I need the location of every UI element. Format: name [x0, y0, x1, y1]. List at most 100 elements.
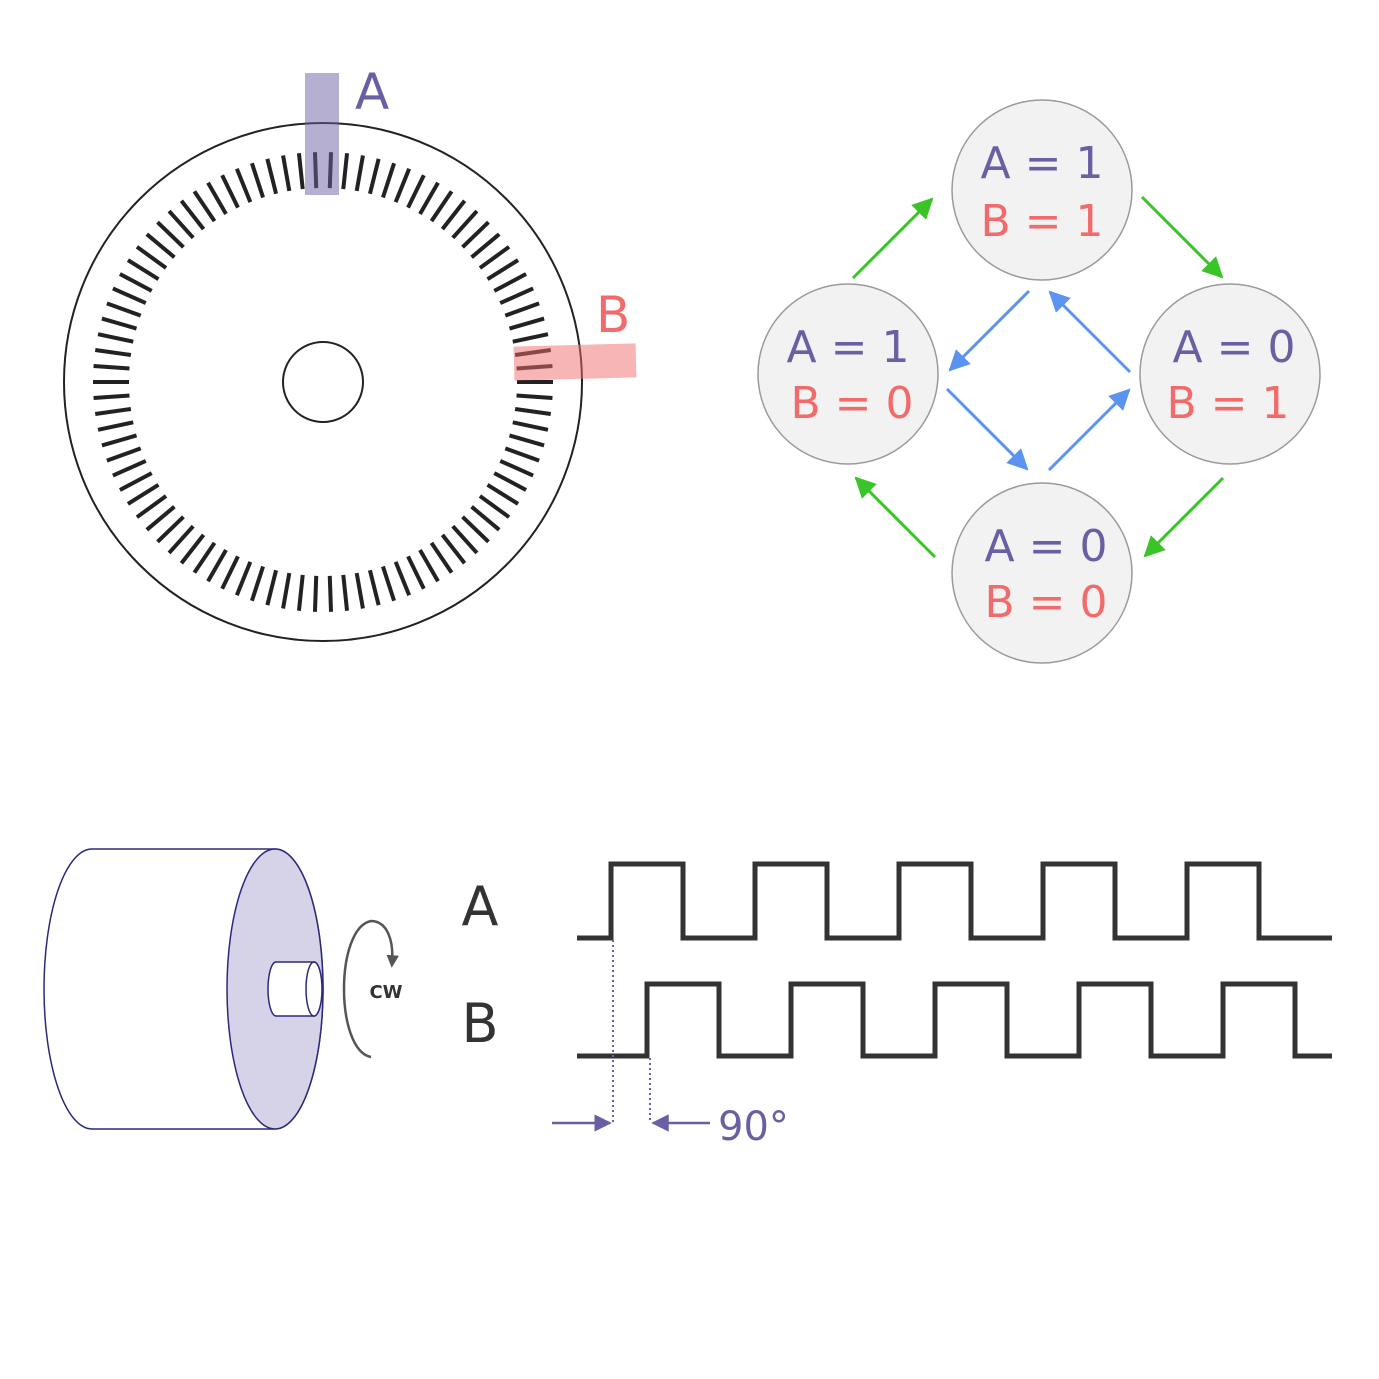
disk-slot: [499, 286, 534, 305]
disk-slot: [167, 524, 195, 555]
arrow-top-to-right: [1140, 195, 1224, 279]
disk-slot: [250, 162, 265, 199]
disk-slot: [461, 515, 490, 544]
disk-slot: [514, 407, 552, 416]
arrow-bottom-to-right: [1047, 388, 1131, 472]
disk-slot: [145, 505, 176, 532]
sensor-a-label: A: [355, 63, 389, 121]
disk-slot: [234, 168, 253, 203]
disk-slot: [112, 459, 147, 478]
disk-slot: [508, 316, 545, 331]
disk-slot: [101, 316, 138, 331]
channel-b-waveform: [577, 981, 1332, 1059]
sensor-b-label: B: [596, 286, 630, 344]
arrow-bottom-to-left: [854, 476, 937, 559]
disk-slot: [265, 569, 279, 606]
sensor-b: [513, 343, 637, 381]
disk-slot: [97, 332, 134, 344]
disk-hub: [282, 341, 364, 423]
disk-slot: [354, 155, 365, 192]
arrow-left-to-top: [851, 197, 934, 280]
rotation-arrow-icon: [342, 919, 399, 1059]
disk-slot: [192, 190, 217, 223]
disk-slot: [512, 420, 549, 432]
disk-slot: [281, 155, 292, 192]
disk-slot: [327, 575, 334, 612]
disk-slot: [341, 153, 350, 190]
disk-slot: [296, 574, 305, 611]
disk-slot: [179, 533, 206, 565]
disk-slot: [126, 483, 160, 506]
disk-slot: [429, 190, 454, 223]
disk-slot: [341, 574, 350, 611]
disk-slot: [126, 258, 160, 281]
disk-slot: [393, 168, 412, 203]
sensor-a: [305, 73, 339, 195]
motor-shaft-end: [305, 961, 323, 1017]
disk-slot: [406, 174, 426, 209]
arrow-top-to-left: [948, 289, 1031, 372]
disk-slot: [418, 181, 440, 215]
arrow-left-to-bottom: [945, 387, 1029, 471]
state-node-right: A = 0 B = 1: [1139, 283, 1321, 465]
state-node-top: A = 1 B = 1: [951, 99, 1133, 281]
channel-b-label: B: [461, 992, 498, 1055]
disk-slots: [93, 152, 553, 612]
state-node-left: A = 1 B = 0: [757, 283, 939, 465]
disk-slot: [156, 220, 185, 249]
disk-slot: [112, 286, 147, 305]
disk-slot: [429, 541, 454, 574]
rotation-label: CW: [369, 982, 402, 1003]
disk-slot: [418, 549, 440, 583]
disk-slot: [97, 420, 134, 432]
state-top-b: B = 1: [980, 196, 1103, 247]
disk-slot: [504, 446, 540, 463]
disk-slot: [493, 471, 528, 492]
disk-slot: [145, 232, 176, 259]
disk-slot: [106, 301, 142, 318]
arrow-right-to-bottom: [1143, 476, 1225, 558]
disk-slot: [94, 348, 132, 357]
disk-slot: [206, 181, 228, 215]
disk-slot: [93, 363, 130, 371]
disk-slot: [296, 153, 305, 190]
encoder-disk: A B: [63, 63, 637, 642]
disk-slot: [206, 549, 228, 583]
channel-a-waveform: [577, 861, 1332, 941]
disk-slot: [220, 174, 240, 209]
disk-slot: [220, 555, 240, 590]
state-right-a: A = 0: [1173, 322, 1296, 373]
state-diagram: A = 1 B = 1 A = 1 B = 0 A = 0 B = 1 A = …: [757, 99, 1321, 664]
disk-slot: [470, 232, 501, 259]
disk-slot: [250, 565, 265, 602]
disk-slot: [478, 245, 511, 270]
disk-slot: [167, 209, 195, 240]
state-left-b: B = 0: [790, 378, 913, 429]
disk-slot: [354, 572, 365, 609]
disk-slot: [281, 572, 292, 609]
disk-slot: [381, 162, 396, 199]
disk-slot: [406, 555, 426, 590]
disk-slot: [265, 158, 279, 195]
disk-slot: [367, 569, 381, 606]
arrow-right-to-top: [1048, 290, 1132, 374]
disk-slot: [156, 515, 185, 544]
disk-slot: [486, 483, 520, 506]
state-bottom-b: B = 0: [984, 577, 1107, 628]
disk-slot: [94, 407, 132, 416]
state-top-a: A = 1: [981, 138, 1104, 189]
disk-slot: [101, 433, 138, 448]
state-left-a: A = 1: [787, 322, 910, 373]
disk-slot: [478, 494, 511, 519]
disk-slot: [451, 524, 479, 555]
motor: CW: [43, 848, 403, 1130]
disk-slot: [486, 258, 520, 281]
disk-slot: [508, 433, 545, 448]
channel-a-label: A: [462, 875, 499, 938]
disk-slot: [135, 245, 168, 270]
disk-slot: [440, 533, 467, 565]
disk-slot: [499, 459, 534, 478]
disk-slot: [393, 561, 412, 596]
disk-slot: [118, 471, 153, 492]
phase-label: 90°: [718, 1104, 789, 1150]
